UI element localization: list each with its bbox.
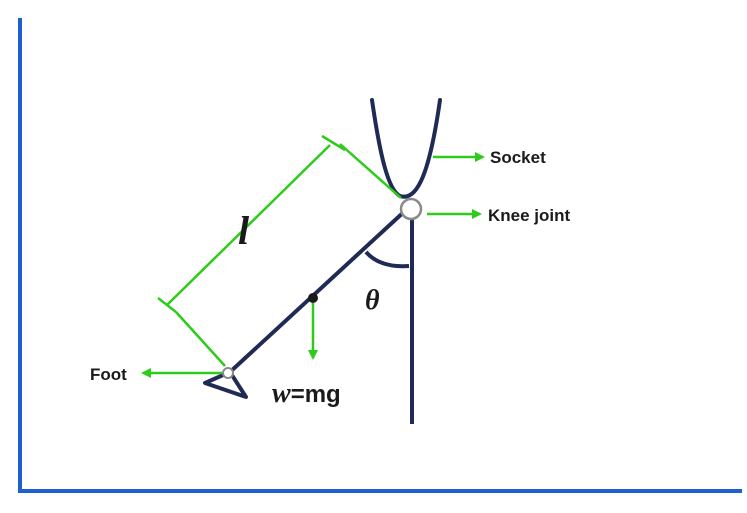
- center-of-mass-dot: [308, 293, 318, 303]
- foot-triangle: [203, 370, 248, 399]
- weight-equation: =mg: [291, 381, 341, 408]
- angle-arc: [364, 250, 410, 269]
- angle-symbol: θ: [365, 285, 380, 316]
- length-symbol: l: [238, 208, 250, 253]
- length-dimension: [157, 134, 402, 367]
- weight-label: w=mg: [272, 378, 341, 409]
- shank-line: [228, 208, 408, 374]
- foot-label: Foot: [90, 365, 127, 384]
- weight-symbol: w: [272, 378, 291, 409]
- knee-joint-label: Knee joint: [488, 206, 571, 225]
- ankle-joint-circle: [222, 367, 234, 379]
- knee-joint-circle: [399, 197, 423, 221]
- socket-label: Socket: [490, 148, 546, 167]
